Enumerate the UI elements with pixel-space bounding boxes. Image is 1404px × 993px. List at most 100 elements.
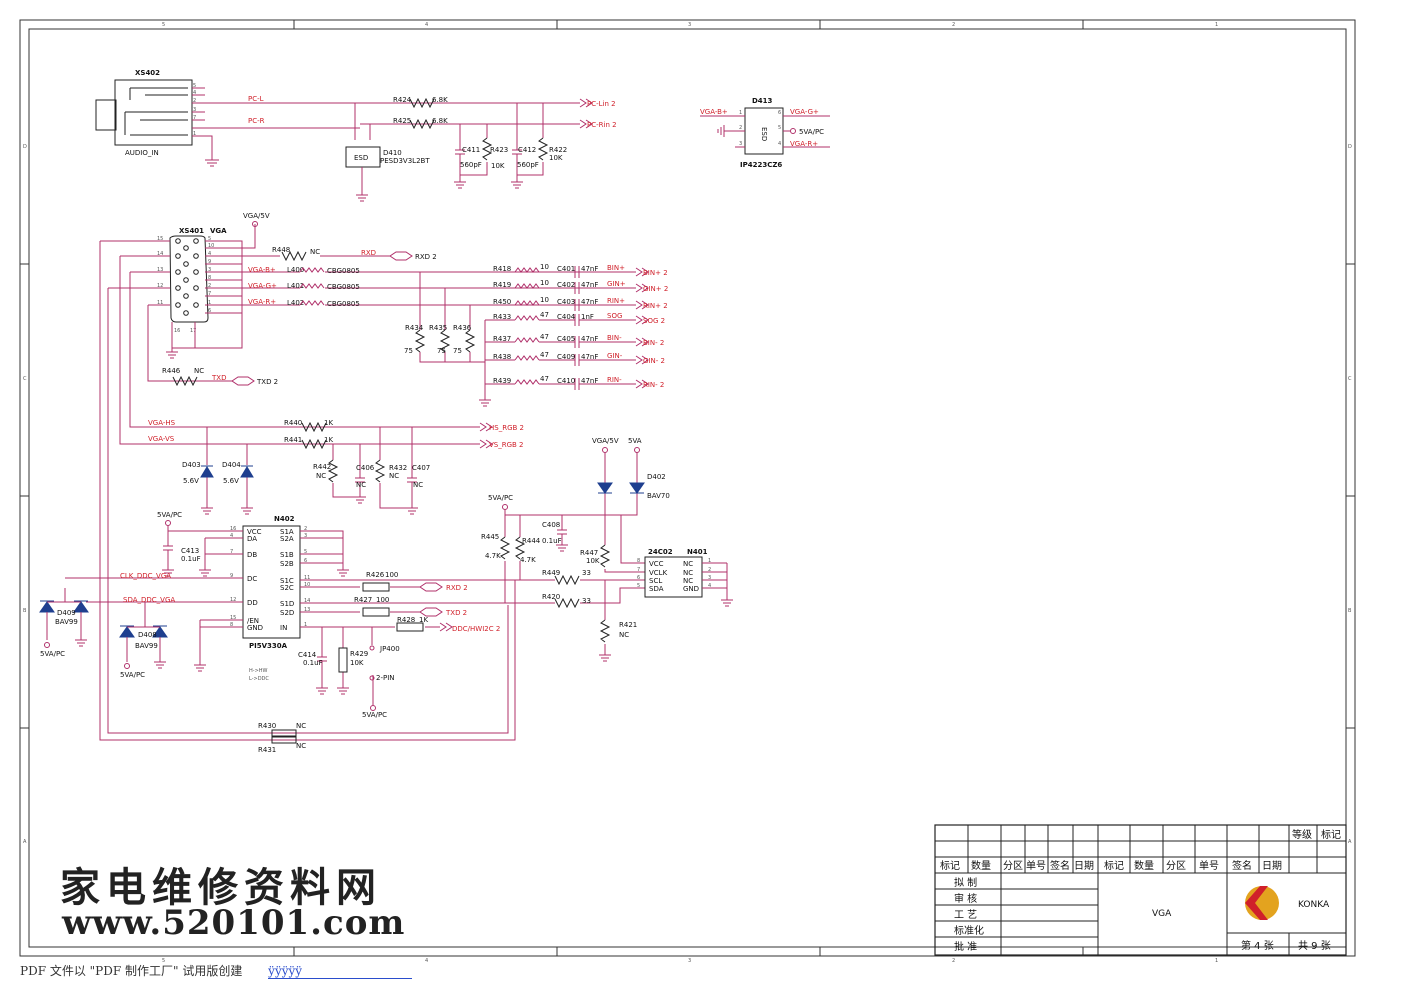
pc-lin-port: PC-Lin 2 (587, 100, 616, 108)
n402-right-pin-name: S1A (280, 528, 294, 536)
vga-left-pin-number: 13 (157, 267, 163, 273)
r441-ref: R441 (284, 436, 302, 444)
d413-vga-r: VGA-R+ (790, 140, 818, 148)
jp400-ref: JP400 (379, 645, 400, 653)
rgb-row-c-val: 47nF (581, 281, 598, 289)
r425-body (409, 118, 435, 130)
vga-right-pin-number: 6 (208, 308, 211, 314)
rgb-row-arrow (635, 267, 649, 277)
zone-row-right: A (1348, 839, 1352, 845)
vga-txd-port-label: TXD 2 (256, 378, 278, 386)
n402-rxd-port: RXD 2 (446, 584, 468, 592)
n402-right-pin-number: 3 (304, 533, 307, 539)
va5-node (634, 447, 640, 453)
r441-val: 1K (324, 436, 333, 444)
n401-right-pin-name: NC (683, 560, 693, 568)
jp400-val: 2-PIN (376, 674, 395, 682)
zone-row-left: A (23, 839, 27, 845)
rgb-row-port: RIN+ 2 (643, 302, 668, 310)
db15-pin-dot (183, 245, 189, 251)
audio-wires (192, 87, 360, 160)
c412-ref: C412 (518, 146, 536, 154)
rgb-row-chain (514, 282, 636, 294)
r449-ref: R449 (542, 569, 560, 577)
r446-body (172, 375, 198, 387)
r441-body (301, 438, 327, 450)
rgb-row-arrow (635, 337, 649, 347)
n401-left-pin-number: 8 (637, 558, 640, 564)
r435-ref: R435 (429, 324, 447, 332)
r428-val: 1K (419, 616, 428, 624)
rgb-row-c-val: 47nF (581, 353, 598, 361)
n402-right-pin-name: S2B (280, 560, 294, 568)
n402-right-pin-name: S1C (280, 577, 294, 585)
r431-ref: R431 (258, 746, 276, 754)
r448-body (281, 250, 307, 262)
zone-row-left: C (23, 376, 27, 382)
d408-supply-node (124, 663, 130, 669)
d403-ref: D403 (182, 461, 201, 469)
n402-output-wires (300, 579, 520, 628)
r446-val: NC (194, 367, 204, 375)
zone-row-right: C (1348, 376, 1352, 382)
hs-rgb-port: HS_RGB 2 (489, 424, 524, 432)
d413-pin-number: 5 (778, 125, 781, 131)
r423-body (481, 137, 493, 161)
r428-ref: R428 (397, 616, 415, 624)
watermark-url: www.520101.com (62, 903, 406, 943)
db15-pin-dot (193, 238, 199, 244)
r427-body (362, 607, 390, 617)
title-block: 等级 标记 标记数量分区单号签名日期标记数量分区单号签名日期 拟 制审 核工 艺… (934, 824, 1347, 956)
n402-left-pin-name: GND (247, 624, 263, 632)
d413-ground (717, 125, 725, 137)
tb-title: VGA (1152, 909, 1172, 919)
r420-ref: R420 (542, 593, 560, 601)
pdf-footer-link[interactable]: ÿÿÿÿÿ (268, 964, 413, 979)
n402-right-pin-number: 13 (304, 607, 310, 613)
n402-left-pin-number: 7 (230, 549, 233, 555)
rgb-row-arrow (635, 355, 649, 365)
tb-row-label: 拟 制 (954, 876, 977, 889)
c406-ref: C406 (356, 464, 375, 472)
n401-right-pin-name: GND (683, 585, 699, 593)
d409-val: BAV99 (55, 618, 78, 626)
n402-left-pin-number: 4 (230, 533, 233, 539)
vga-left-pin-number: 15 (157, 236, 163, 242)
audio-ground (205, 159, 219, 167)
tb-header-cell: 分区 (1166, 860, 1186, 872)
db15-pin-dot (183, 277, 189, 283)
r430-ref: R430 (258, 722, 276, 730)
ddc-hwi2c-port: DDC/HWI2C 2 (452, 625, 500, 633)
rgb-row-r-val: 47 (540, 375, 549, 383)
d404-ref: D404 (222, 461, 241, 469)
rgb-row-c-val: 47nF (581, 377, 598, 385)
r442-ref: R442 (313, 463, 331, 471)
c411-ground (454, 181, 466, 189)
zener-bodies (200, 465, 254, 478)
r424-ref: R424 (393, 96, 412, 104)
pc-rin-port: PC-Rin 2 (587, 121, 617, 129)
d413-pin-number: 3 (739, 141, 742, 147)
audio-pin-number: 1 (193, 131, 196, 137)
r436-body (464, 329, 476, 353)
ferrite-val: CBG0805 (327, 300, 360, 308)
esd-d413: D413 ESD IP4223CZ6 VGA-B+ VGA-G+ 5VA/PC … (700, 97, 830, 169)
db15-pin-dot (193, 285, 199, 291)
r435-val: 75 (437, 347, 446, 355)
zone-col-bottom: 2 (952, 958, 955, 964)
rgb-row-c-ref: C405 (557, 335, 575, 343)
db15-shell (169, 235, 209, 323)
vga-left-pin-number: 11 (157, 300, 163, 306)
r440-val: 1K (324, 419, 333, 427)
rgb-row-net: SOG (607, 312, 622, 320)
d404-val: 5.6V (223, 477, 239, 485)
n402-right-pin-number: 2 (304, 526, 307, 532)
rgb-row-c-val: 1nF (581, 313, 594, 321)
n402-left-pin-name: DC (247, 575, 257, 583)
audio-pin-number: 3 (193, 107, 196, 113)
audio-pin-number: 5 (193, 83, 196, 89)
n402-right-pin-name: S2C (280, 584, 294, 592)
n401-right-pin-name: NC (683, 577, 693, 585)
d413-wires (700, 115, 830, 148)
d409-ref: D409 (57, 609, 76, 617)
